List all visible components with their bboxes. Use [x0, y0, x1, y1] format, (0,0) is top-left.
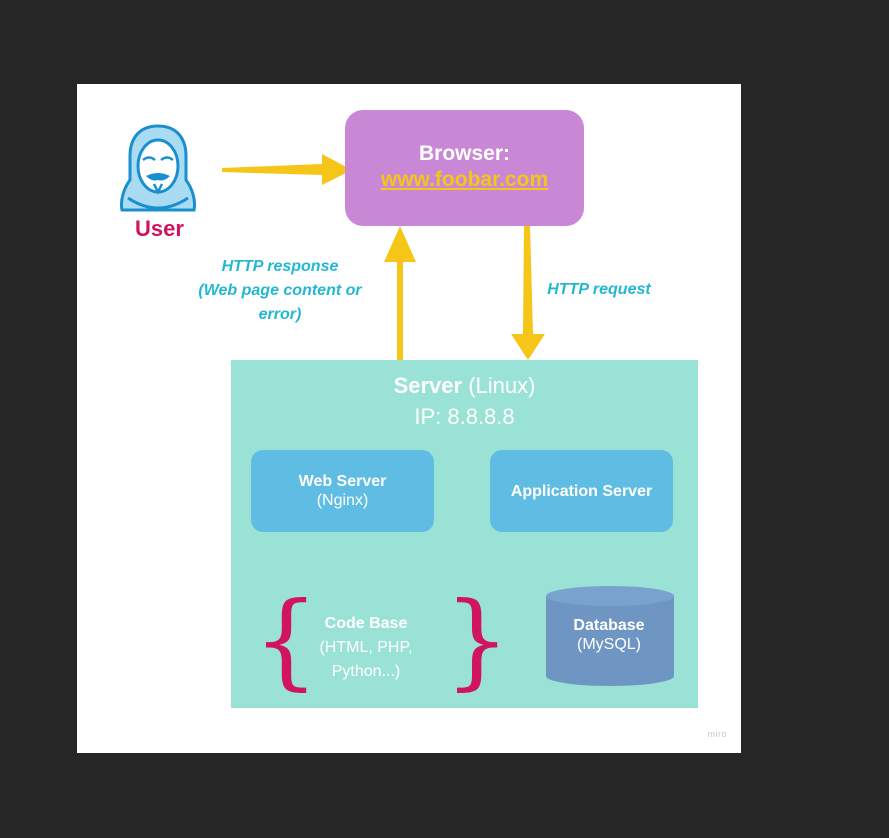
left-brace: { — [253, 579, 320, 701]
right-brace: } — [444, 579, 511, 701]
browser-url-link[interactable]: www.foobar.com — [380, 168, 549, 191]
http-response-label: HTTP response (Web page content or error… — [198, 258, 362, 323]
code-base-label: Code Base (HTML, PHP, Python...) — [319, 615, 413, 680]
database-label: Database (MySQL) — [573, 617, 645, 653]
arrow-http-request — [511, 226, 545, 360]
http-request-label: HTTP request — [547, 281, 651, 298]
browser-title: Browser: — [418, 142, 511, 165]
arrow-http-response — [384, 226, 416, 360]
user-label: User — [135, 216, 184, 241]
miro-watermark: miro — [707, 729, 727, 739]
browser-box: Browser: www.foobar.com — [345, 110, 584, 226]
server-title: Server (Linux) — [393, 373, 536, 398]
anonymous-user-icon — [112, 122, 204, 214]
web-server-box: Web Server (Nginx) — [251, 450, 434, 532]
diagram-canvas: User Browser: www.foobar.com HTTP respon… — [77, 84, 741, 753]
server-box: Server (Linux) IP: 8.8.8.8 Web Server (N… — [231, 360, 698, 708]
database-cylinder — [546, 586, 674, 686]
application-server-box: Application Server — [490, 450, 673, 532]
arrow-user-to-browser — [222, 154, 352, 185]
server-ip: IP: 8.8.8.8 — [414, 404, 515, 429]
